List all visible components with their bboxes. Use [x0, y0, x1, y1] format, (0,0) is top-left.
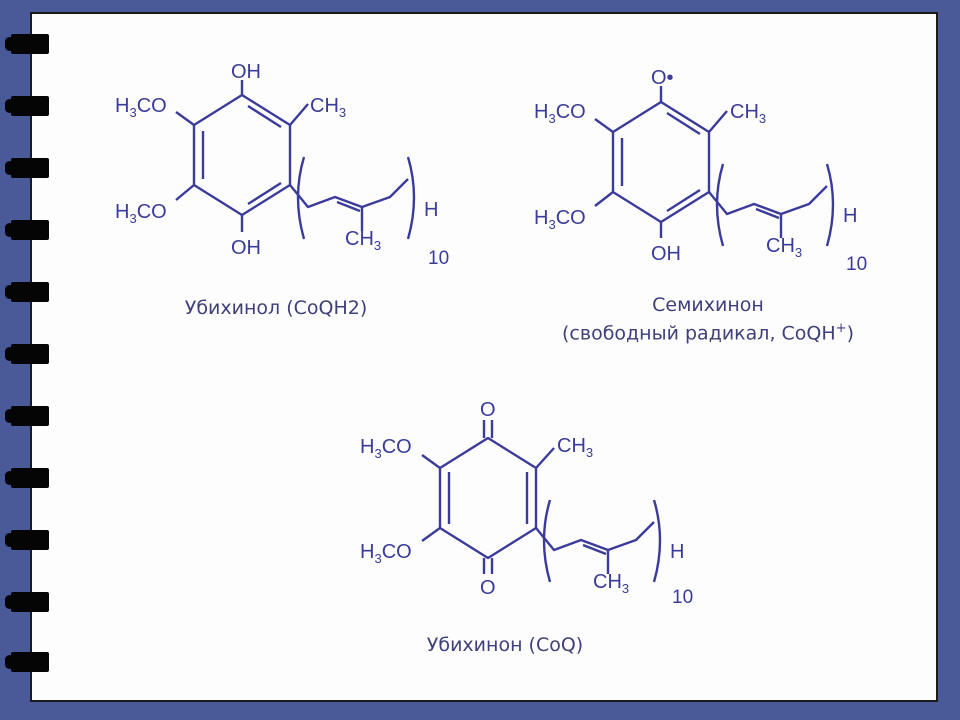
- ubiquinone-bottom-group: O: [480, 577, 496, 599]
- ubiquinol-methoxy-bottom: H3CO: [115, 201, 167, 226]
- semiquinone-caption-line1: Семихинон: [652, 294, 764, 316]
- ubiquinone-structure: O O H3CO H3CO CH3 CH3 H 10: [360, 399, 693, 608]
- ubiquinol-chain-end: H: [424, 199, 438, 221]
- binder-ring-6: [5, 344, 49, 364]
- binder-ring-11: [5, 652, 49, 672]
- ubiquinol-methyl: CH3: [310, 95, 346, 120]
- ubiquinone-chain-end: H: [670, 541, 684, 563]
- semiquinone-methoxy-top: H3CO: [534, 101, 586, 126]
- binder-ring-1: [5, 34, 49, 54]
- ubiquinone-methoxy-bottom: H3CO: [360, 541, 412, 566]
- ubiquinol-methoxy-top: H3CO: [115, 95, 167, 120]
- ubiquinol-repeat-count: 10: [428, 248, 449, 269]
- binder-ring-7: [5, 406, 49, 426]
- ubiquinol-structure: OH OH H3CO H3CO CH3 CH3 H 10: [115, 61, 449, 269]
- semiquinone-methoxy-bottom: H3CO: [534, 207, 586, 232]
- semiquinone-bottom-group: OH: [651, 243, 681, 265]
- binder-ring-9: [5, 530, 49, 550]
- binder-ring-3: [5, 158, 49, 178]
- notebook-page: [30, 12, 938, 702]
- semiquinone-caption-line2: (свободный радикал, CoQH+): [562, 321, 854, 345]
- semiquinone-methyl: CH3: [730, 101, 766, 126]
- semiquinone-repeat-count: 10: [846, 254, 867, 275]
- ubiquinone-methyl: CH3: [557, 435, 593, 460]
- semiquinone-top-group: O•: [651, 67, 674, 89]
- binder-ring-8: [5, 468, 49, 488]
- ubiquinone-top-group: O: [480, 399, 496, 421]
- binder-ring-2: [5, 96, 49, 116]
- ubiquinone-chain-methyl: CH3: [593, 571, 629, 596]
- ubiquinol-caption: Убихинол (CoQH2): [184, 297, 368, 319]
- binder-ring-4: [5, 220, 49, 240]
- ubiquinone-repeat-count: 10: [672, 587, 693, 608]
- ubiquinol-chain-methyl: CH3: [345, 228, 381, 253]
- ubiquinol-bottom-group: OH: [231, 237, 261, 259]
- semiquinone-chain-methyl: CH3: [766, 235, 802, 260]
- semiquinone-structure: O• OH H3CO H3CO CH3 CH3 H 10: [534, 67, 867, 275]
- ubiquinone-methoxy-top: H3CO: [360, 436, 412, 461]
- binder-ring-10: [5, 592, 49, 612]
- semiquinone-chain-end: H: [843, 205, 857, 227]
- binder-ring-5: [5, 282, 49, 302]
- binder-rings: [0, 0, 60, 720]
- ubiquinol-top-group: OH: [231, 61, 261, 83]
- ubiquinone-caption: Убихинон (CoQ): [426, 634, 584, 656]
